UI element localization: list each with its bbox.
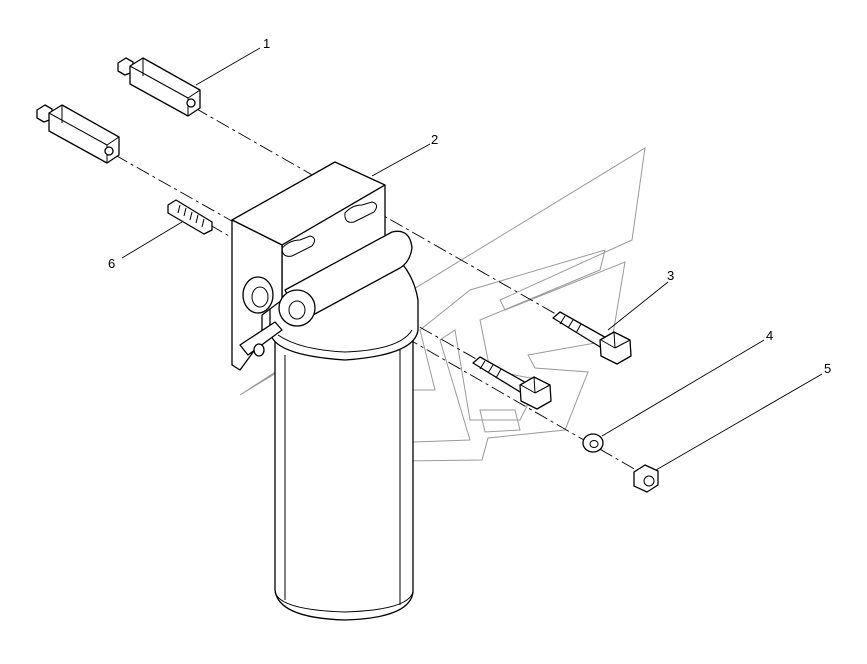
callout-5: 5 — [824, 361, 831, 376]
bolt-lower — [472, 356, 552, 410]
mount-slot-left — [281, 235, 316, 257]
washer — [582, 433, 604, 453]
leader-5 — [655, 373, 823, 471]
leader-1 — [195, 47, 261, 86]
standoff-upper — [117, 57, 201, 117]
axis-line-upper — [194, 107, 611, 346]
callout-3: 3 — [667, 268, 674, 283]
callout-6: 6 — [108, 256, 115, 271]
leader-6 — [121, 221, 183, 259]
callout-4: 4 — [766, 328, 773, 343]
crossbar-end — [278, 289, 316, 327]
leader-3 — [607, 281, 669, 331]
side-port — [242, 276, 274, 314]
leader-2 — [371, 143, 431, 177]
bolt-upper — [552, 311, 632, 365]
standoff-lower — [36, 104, 120, 164]
nut — [633, 464, 659, 493]
filter-head — [231, 161, 413, 371]
leader-lines — [121, 47, 823, 471]
mount-slot-right — [344, 201, 378, 223]
callout-2: 2 — [431, 132, 438, 147]
leader-4 — [601, 339, 765, 437]
stud — [167, 199, 213, 235]
callout-1: 1 — [263, 36, 270, 51]
callout-labels: 1 2 3 4 5 6 — [108, 36, 831, 376]
